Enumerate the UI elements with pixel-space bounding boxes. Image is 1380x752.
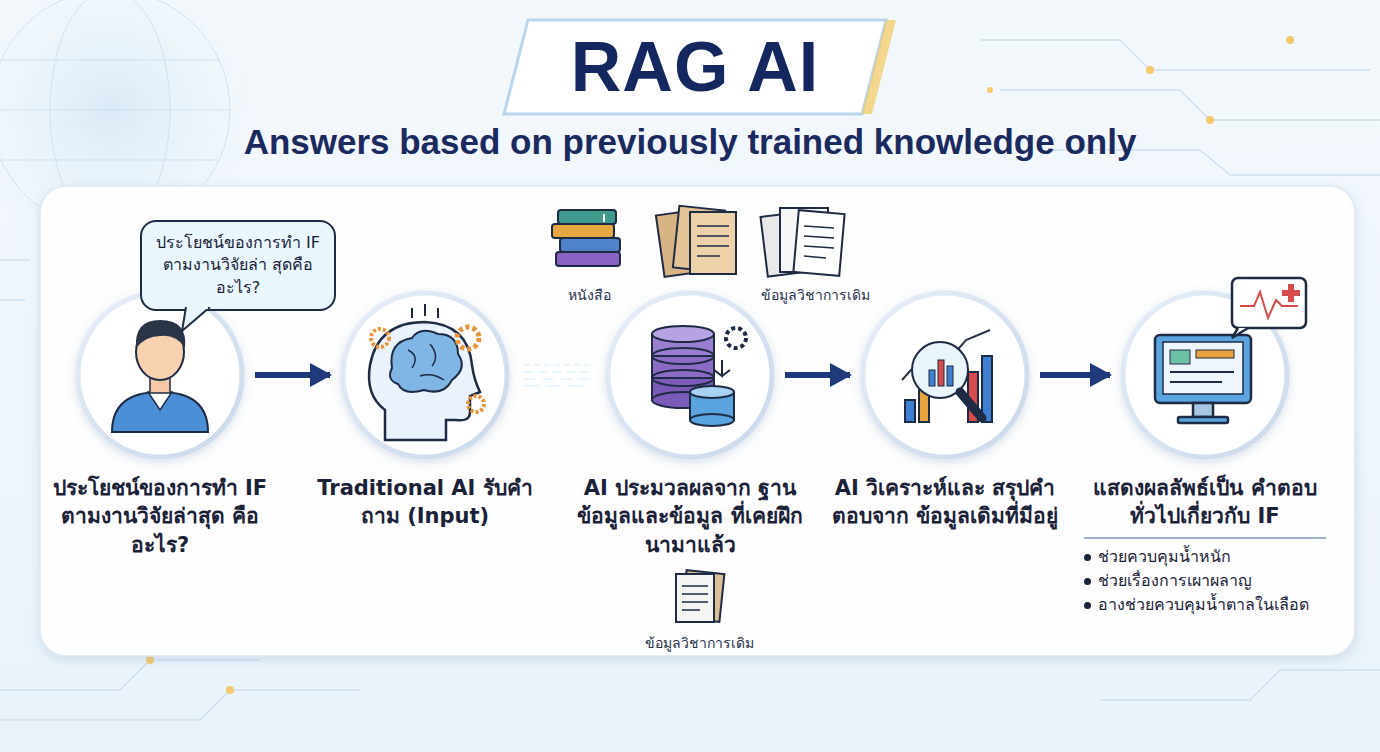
step-node: แสดงผลลัพธ์เป็น คำตอบทั่วไปเกี่ยวกับ IF ช… (1074, 290, 1336, 617)
speech-bubble: ประโยชน์ของการทำ IF ตามงานวิจัยล่า สุดคื… (140, 220, 336, 311)
band-line (524, 372, 591, 373)
step-node: Traditional AI รับคำถาม (Input) (305, 290, 545, 531)
illustration-label: ข้อมูลวิชาการเดิม (589, 632, 809, 654)
data-stream-band (520, 360, 595, 390)
bullet-item: ช่วยเรื่องการเผาผลาญ (1082, 569, 1336, 593)
band-circuit (524, 365, 591, 386)
step-circle (340, 290, 510, 460)
band-line (524, 379, 591, 380)
illustration-label: ข้อมูลวิชาการเดิม (705, 284, 925, 306)
flow-arrow (255, 372, 330, 378)
illustration-label: หนังสือ (479, 284, 699, 306)
step-node: ประโยชน์ของการทำ IF ตามงานวิจัยล่าสุด คื… (35, 290, 285, 559)
step-node: AI ประมวลผลจาก ฐานข้อมูลและข้อมูล ที่เคย… (565, 290, 815, 559)
bubble-tail (180, 307, 220, 333)
diagram-subtitle: Answers based on previously trained know… (0, 122, 1380, 162)
diagram-title: RAG AI (505, 24, 885, 110)
step-text: แสดงผลลัพธ์เป็น คำตอบทั่วไปเกี่ยวกับ IF (1074, 474, 1336, 531)
bullet-text: ช่วยควบคุมน้ำหนัก (1098, 547, 1231, 566)
bubble-text: ประโยชน์ของการทำ IF ตามงานวิจัยล่า สุดคื… (154, 232, 322, 299)
step-circle (860, 290, 1030, 460)
step-text: ประโยชน์ของการทำ IF ตามงานวิจัยล่าสุด คื… (35, 474, 285, 559)
step-text: AI ประมวลผลจาก ฐานข้อมูลและข้อมูล ที่เคย… (565, 474, 815, 559)
step-circle (75, 290, 245, 460)
bullet-dot (1084, 554, 1091, 561)
bullet-item: อางช่วยควบคุมน้ำตาลในเลือด (1082, 593, 1336, 617)
bullet-dot (1084, 602, 1091, 609)
divider-line (1084, 537, 1326, 539)
flow-arrow (785, 372, 850, 378)
step-node: AI วิเคราะห์และ สรุปคำตอบจาก ข้อมูลเดิมท… (825, 290, 1065, 531)
band-line (524, 365, 591, 366)
bullet-item: ช่วยควบคุมน้ำหนัก (1082, 545, 1336, 569)
step-circle (1120, 290, 1290, 460)
bullet-text: อางช่วยควบคุมน้ำตาลในเลือด (1098, 595, 1309, 614)
step-text: AI วิเคราะห์และ สรุปคำตอบจาก ข้อมูลเดิมท… (825, 474, 1065, 531)
bullet-text: ช่วยเรื่องการเผาผลาญ (1098, 571, 1252, 590)
flow-arrow (1040, 372, 1110, 378)
bullet-dot (1084, 578, 1091, 585)
band-line (524, 386, 591, 387)
step-text: Traditional AI รับคำถาม (Input) (305, 474, 545, 531)
step-circle (605, 290, 775, 460)
